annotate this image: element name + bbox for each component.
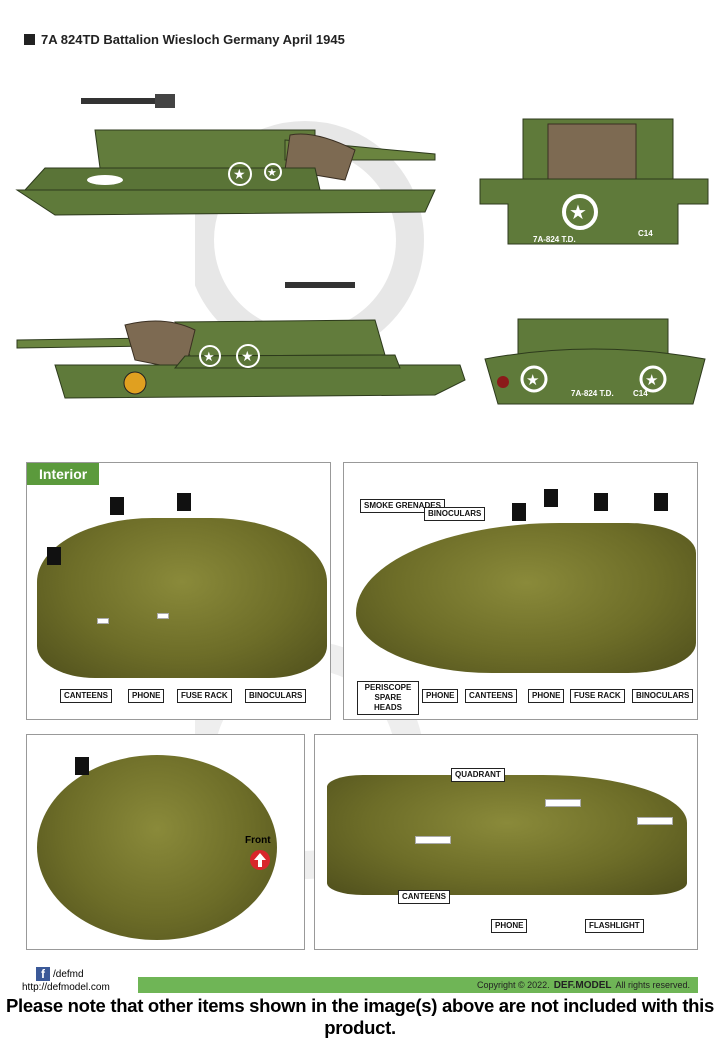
label-flashlight: FLASHLIGHT xyxy=(585,919,644,933)
label-canteens: CANTEENS xyxy=(60,689,113,703)
label-canteens: CANTEENS xyxy=(398,890,451,904)
disclaimer-note: Please note that other items shown in th… xyxy=(5,995,715,1038)
svg-text:★: ★ xyxy=(569,202,587,224)
label-phone: PHONE xyxy=(422,689,459,703)
interior-photo xyxy=(37,518,327,678)
label-fuse-rack: FUSE RACK xyxy=(177,689,232,703)
decal-sheet-icon xyxy=(177,493,191,511)
copyright-bar: Copyright © 2022. DEF.MODEL All rights r… xyxy=(138,977,698,993)
decal-sheet-icon xyxy=(47,547,61,565)
decal-sheet-icon xyxy=(594,493,608,511)
code-marking: C14 xyxy=(638,229,653,238)
facebook-icon: f xyxy=(36,967,50,981)
facebook-link[interactable]: f /defmd xyxy=(36,967,84,981)
label-binoculars: BINOCULARS xyxy=(424,507,486,521)
page-title: 7A 824TD Battalion Wiesloch Germany Apri… xyxy=(24,32,345,47)
svg-text:★: ★ xyxy=(233,166,246,182)
interior-panel-3: Front xyxy=(26,734,305,950)
tank-front-view: ★ ★ 7A-824 T.D. C14 xyxy=(484,318,706,405)
label-canteens: CANTEENS xyxy=(465,689,518,703)
label-quadrant: QUADRANT xyxy=(451,768,505,782)
unit-marking: 7A-824 T.D. xyxy=(571,389,614,398)
interior-panel-1: Interior CANTEENS PHONE FUSE RACK BINOCU… xyxy=(26,462,331,720)
front-arrow-icon xyxy=(250,850,270,870)
svg-text:★: ★ xyxy=(241,348,254,364)
label-fuse-rack: FUSE RACK xyxy=(570,689,625,703)
interior-photo xyxy=(37,755,277,940)
decal-sheet-icon xyxy=(110,497,124,515)
tank-side-view-right: ★ ★ xyxy=(16,282,466,399)
unit-marking: 7A-824 T.D. xyxy=(533,235,576,244)
label-phone: PHONE xyxy=(128,689,165,703)
label-binoculars: BINOCULARS xyxy=(632,689,694,703)
svg-text:★: ★ xyxy=(203,349,215,364)
interior-panel-2: SMOKE GRENADES BINOCULARS PERISCOPE SPAR… xyxy=(343,462,698,720)
svg-text:★: ★ xyxy=(645,372,658,389)
tank-side-view-left: ★ ★ xyxy=(15,94,436,216)
interior-header: Interior xyxy=(27,463,100,485)
title-bullet xyxy=(24,34,35,45)
label-smoke-grenades: SMOKE GRENADES xyxy=(360,499,445,513)
decal-sheet-icon xyxy=(654,493,668,511)
tank-rear-view: ★ 7A-824 T.D. C14 xyxy=(479,118,709,245)
label-phone: PHONE xyxy=(528,689,565,703)
decal-sheet-icon xyxy=(544,489,558,507)
interior-photo xyxy=(327,775,687,895)
facebook-handle: /defmd xyxy=(53,968,84,980)
interior-panel-4: QUADRANT CANTEENS PHONE FLASHLIGHT xyxy=(314,734,698,950)
label-binoculars: BINOCULARS xyxy=(245,689,307,703)
front-label: Front xyxy=(245,835,271,846)
rights-text: All rights reserved. xyxy=(615,980,690,990)
decal-sheet-icon xyxy=(512,503,526,521)
code-marking: C14 xyxy=(633,389,648,398)
svg-text:★: ★ xyxy=(526,372,539,389)
svg-text:★: ★ xyxy=(267,167,277,179)
brand-logo: DEF.MODEL xyxy=(553,979,612,991)
label-phone: PHONE xyxy=(491,919,528,933)
decal-sheet-icon xyxy=(75,757,89,775)
interior-photo xyxy=(356,523,696,673)
website-link[interactable]: http://defmodel.com xyxy=(22,982,110,993)
label-periscope-spare-heads: PERISCOPE SPARE HEADS xyxy=(357,681,419,715)
copyright-text: Copyright © 2022. xyxy=(477,980,550,990)
